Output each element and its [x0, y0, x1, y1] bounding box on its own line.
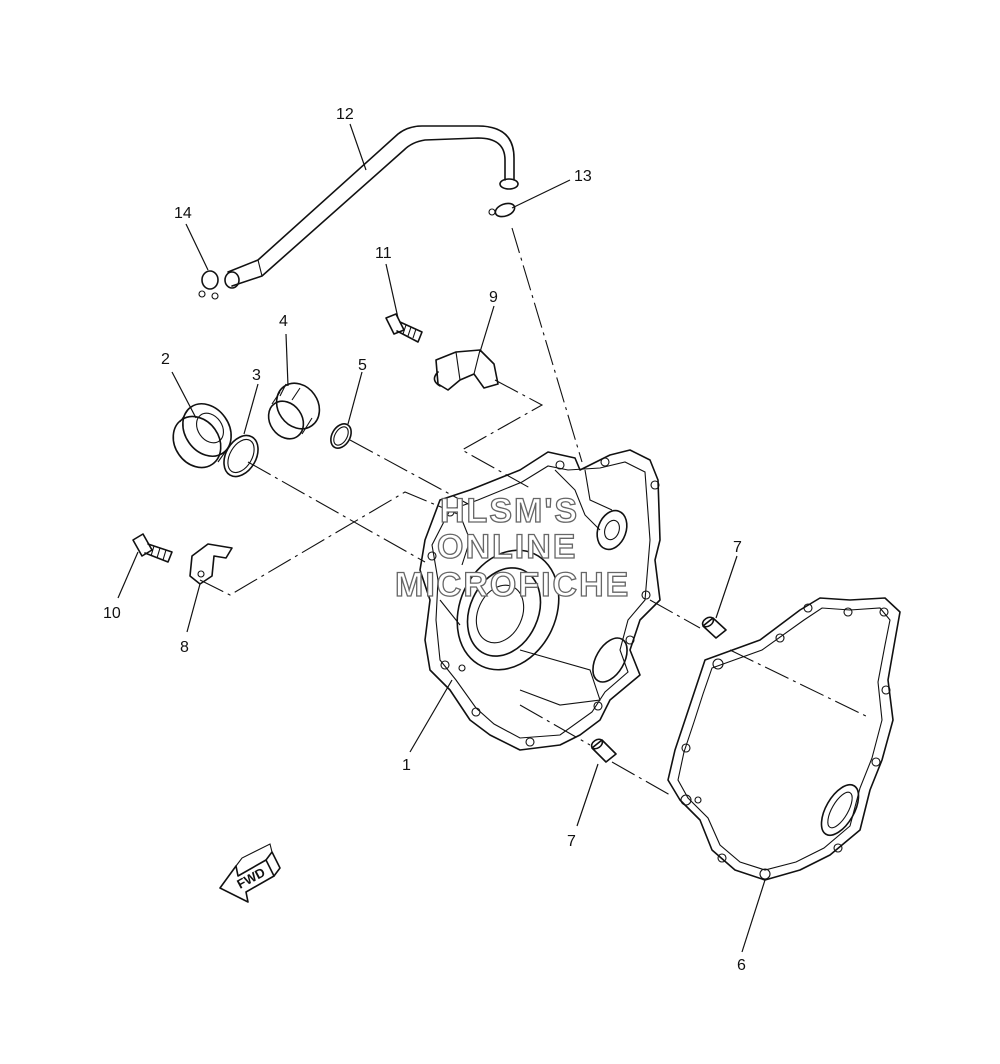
- plug: [267, 382, 321, 440]
- bolt-lower: [132, 533, 173, 563]
- callout-labels: 1 2 3 4 5 6 7 7 8 9 10 11 12 13 14: [103, 106, 746, 974]
- callout-1: 1: [402, 757, 411, 774]
- callout-7-lower: 7: [567, 833, 576, 850]
- o-ring-large: [223, 434, 259, 478]
- callout-12: 12: [336, 106, 354, 123]
- cover-gasket: [667, 597, 901, 881]
- bracket-upper: [433, 349, 499, 391]
- watermark-line-1: HLSM'S: [440, 492, 579, 530]
- callout-9: 9: [489, 289, 498, 306]
- callout-5: 5: [358, 357, 367, 374]
- callout-10: 10: [103, 605, 121, 622]
- callout-2: 2: [161, 351, 170, 368]
- crankcase-cover: [419, 449, 661, 751]
- dowel-pin-upper: [701, 616, 727, 639]
- watermark-line-2: ONLINE: [437, 528, 577, 566]
- alignment-lines: [199, 227, 871, 796]
- callout-7-upper: 7: [733, 539, 742, 556]
- breather-hose: [224, 125, 519, 289]
- dowel-pin-lower: [590, 738, 617, 763]
- callout-6: 6: [737, 957, 746, 974]
- callout-8: 8: [180, 639, 189, 656]
- bolt-upper: [385, 313, 423, 343]
- fwd-arrow-icon: FWD: [219, 843, 281, 903]
- hose-clip-right: [488, 202, 516, 218]
- o-ring-small: [330, 423, 352, 449]
- watermark: HLSM'S ONLINE MICROFICHE: [394, 491, 630, 604]
- hose-clip-left: [198, 270, 219, 300]
- leader-lines: [117, 123, 766, 953]
- callout-14: 14: [174, 205, 192, 222]
- callout-11: 11: [375, 245, 392, 262]
- watermark-line-3: MICROFICHE: [395, 566, 630, 604]
- bracket-lower: [189, 543, 233, 585]
- callout-3: 3: [252, 367, 261, 384]
- plug-cap: [172, 403, 232, 469]
- callout-13: 13: [574, 168, 592, 185]
- fwd-label: FWD: [234, 865, 267, 892]
- callout-4: 4: [279, 313, 288, 330]
